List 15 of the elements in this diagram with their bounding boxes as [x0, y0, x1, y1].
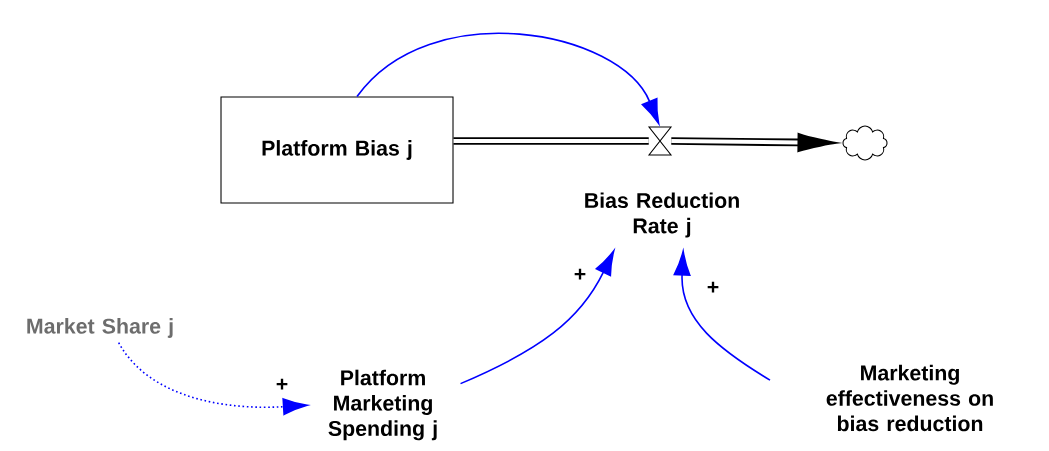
arrow [356, 32, 660, 124]
edge-label: + [705, 280, 721, 296]
flow-pipe [453, 137, 649, 145]
variable-label: Market Share j [27, 318, 173, 338]
arrow [673, 250, 771, 381]
arrow [459, 250, 615, 385]
variable-label: Bias Reduction Rate j [585, 192, 739, 238]
stock-box: Platform Bias j [220, 96, 454, 204]
variable-label: Platform Marketing Spending j [328, 369, 437, 441]
edge-label: + [274, 377, 290, 393]
arrow [117, 341, 308, 416]
edge-label: + [572, 267, 588, 283]
valve-symbol [647, 126, 673, 156]
variable-label: Marketing effectiveness on bias reduction [826, 364, 993, 432]
cloud-symbol [842, 125, 888, 161]
